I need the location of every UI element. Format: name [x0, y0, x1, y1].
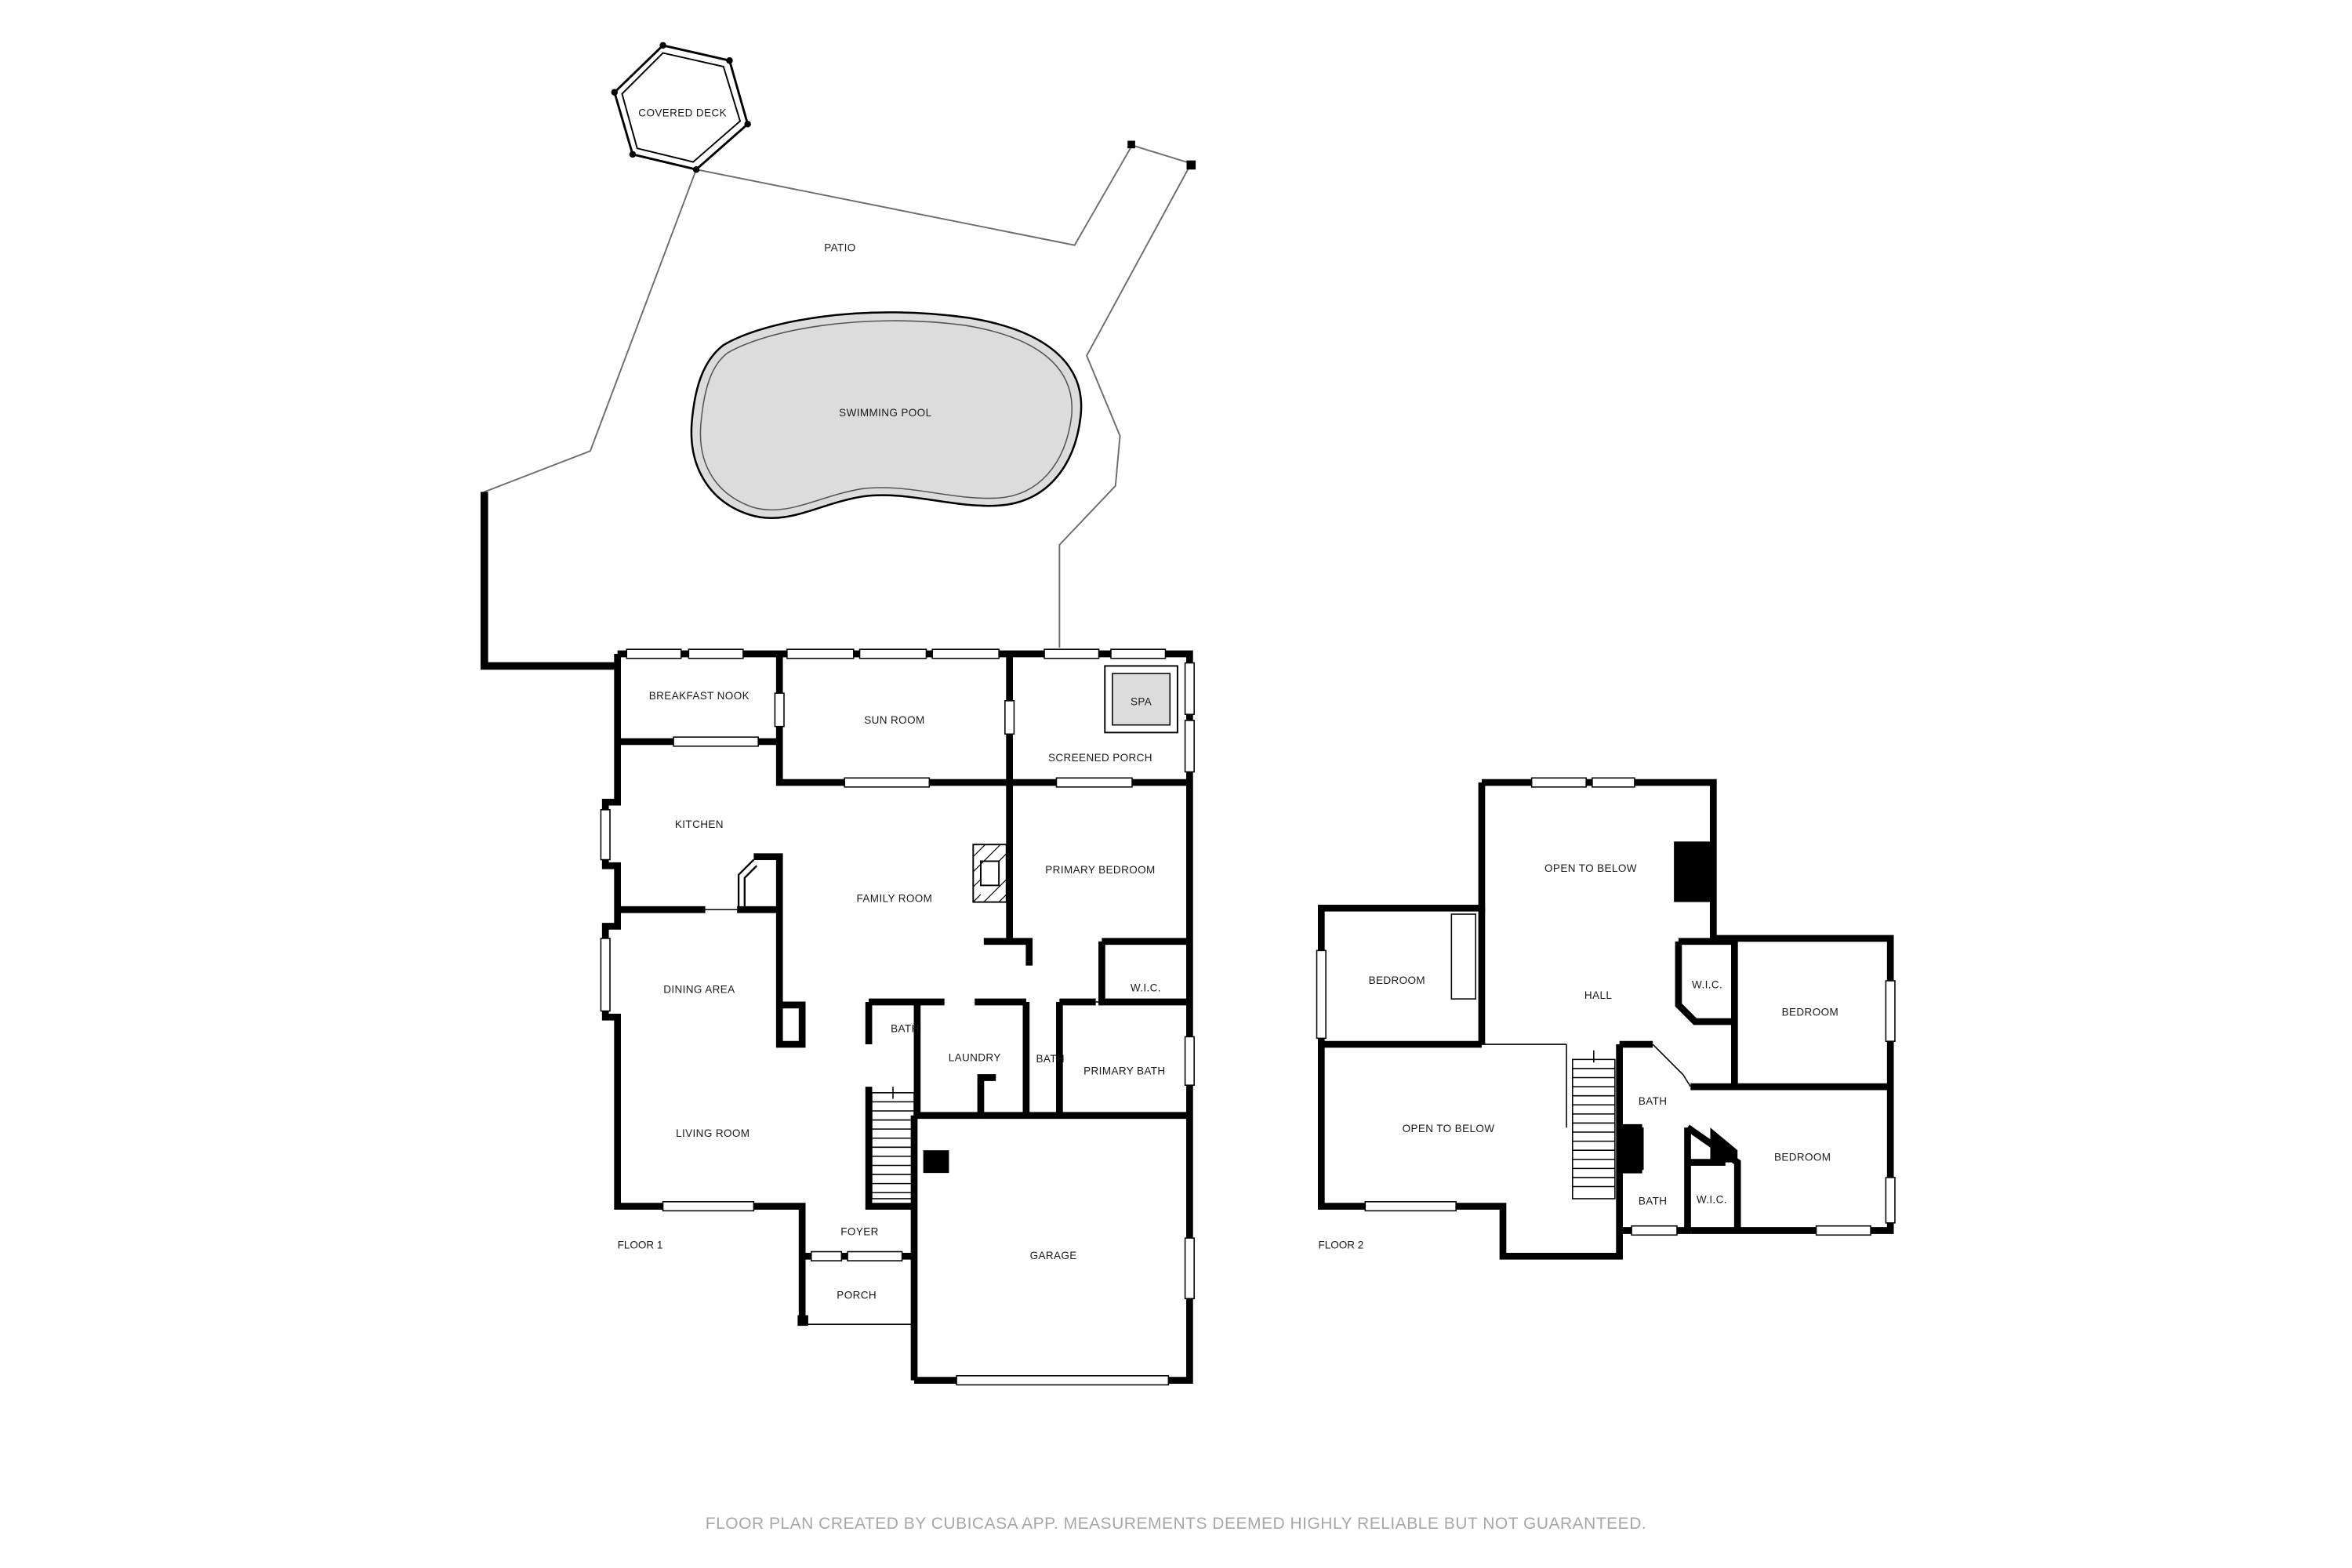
label-living-room: LIVING ROOM	[676, 1127, 750, 1139]
label-primary-bath: PRIMARY BATH	[1083, 1065, 1165, 1077]
covered-deck	[611, 42, 751, 173]
label-bath-2: BATH	[1036, 1053, 1065, 1065]
label-f2-open-to-below-bottom: OPEN TO BELOW	[1403, 1123, 1495, 1134]
floor2-label: FLOOR 2	[1318, 1240, 1363, 1251]
label-sun-room: SUN ROOM	[864, 714, 924, 726]
label-bath-1: BATH	[891, 1023, 920, 1035]
floor1-label: FLOOR 1	[618, 1240, 663, 1251]
label-dining-area: DINING AREA	[663, 983, 735, 995]
fireplace	[972, 844, 1007, 903]
label-f2-bath-1: BATH	[1639, 1095, 1668, 1107]
label-f2-bedroom-right: BEDROOM	[1782, 1006, 1838, 1018]
label-family-room: FAMILY ROOM	[857, 893, 933, 905]
label-covered-deck: COVERED DECK	[638, 107, 727, 119]
chimney-block-3	[1619, 1127, 1644, 1171]
label-f2-hall: HALL	[1584, 989, 1612, 1001]
patio-area	[480, 140, 1196, 670]
porch-post	[797, 1315, 808, 1327]
floor2-walls	[1317, 779, 1894, 1260]
label-spa: SPA	[1131, 696, 1152, 708]
label-primary-bedroom: PRIMARY BEDROOM	[1045, 864, 1155, 876]
label-laundry: LAUNDRY	[949, 1051, 1001, 1063]
label-foyer: FOYER	[840, 1225, 878, 1237]
label-patio: PATIO	[824, 241, 855, 253]
label-screened-porch: SCREENED PORCH	[1048, 752, 1152, 764]
spa-tub	[1104, 665, 1178, 734]
swimming-pool	[690, 311, 1083, 520]
label-porch: PORCH	[837, 1289, 877, 1301]
kitchen-corner	[737, 858, 758, 909]
label-f2-wic-1: W.I.C.	[1692, 979, 1722, 991]
label-f2-bath-2: BATH	[1639, 1196, 1668, 1207]
floor2-stairs	[1572, 1050, 1616, 1200]
label-garage: GARAGE	[1030, 1250, 1077, 1261]
label-kitchen: KITCHEN	[675, 818, 724, 830]
label-f2-open-to-below-top: OPEN TO BELOW	[1544, 862, 1637, 874]
label-f2-wic-2: W.I.C.	[1697, 1194, 1727, 1206]
floor1-stairs	[871, 1087, 915, 1200]
label-f2-bedroom-left: BEDROOM	[1369, 975, 1425, 986]
label-wic: W.I.C.	[1131, 982, 1161, 993]
chimney-block-4	[1710, 1127, 1738, 1163]
floor1-openings	[600, 648, 1195, 1386]
label-breakfast-nook: BREAKFAST NOOK	[649, 690, 750, 702]
chimney-block-1	[923, 1150, 949, 1174]
disclaimer-footer: FLOOR PLAN CREATED BY CUBICASA APP. MEAS…	[705, 1515, 1647, 1533]
chimney-block-2	[1674, 841, 1711, 902]
label-swimming-pool: SWIMMING POOL	[839, 407, 931, 419]
label-f2-bedroom-lower-right: BEDROOM	[1774, 1152, 1831, 1163]
floor2-openings	[1316, 777, 1896, 1236]
